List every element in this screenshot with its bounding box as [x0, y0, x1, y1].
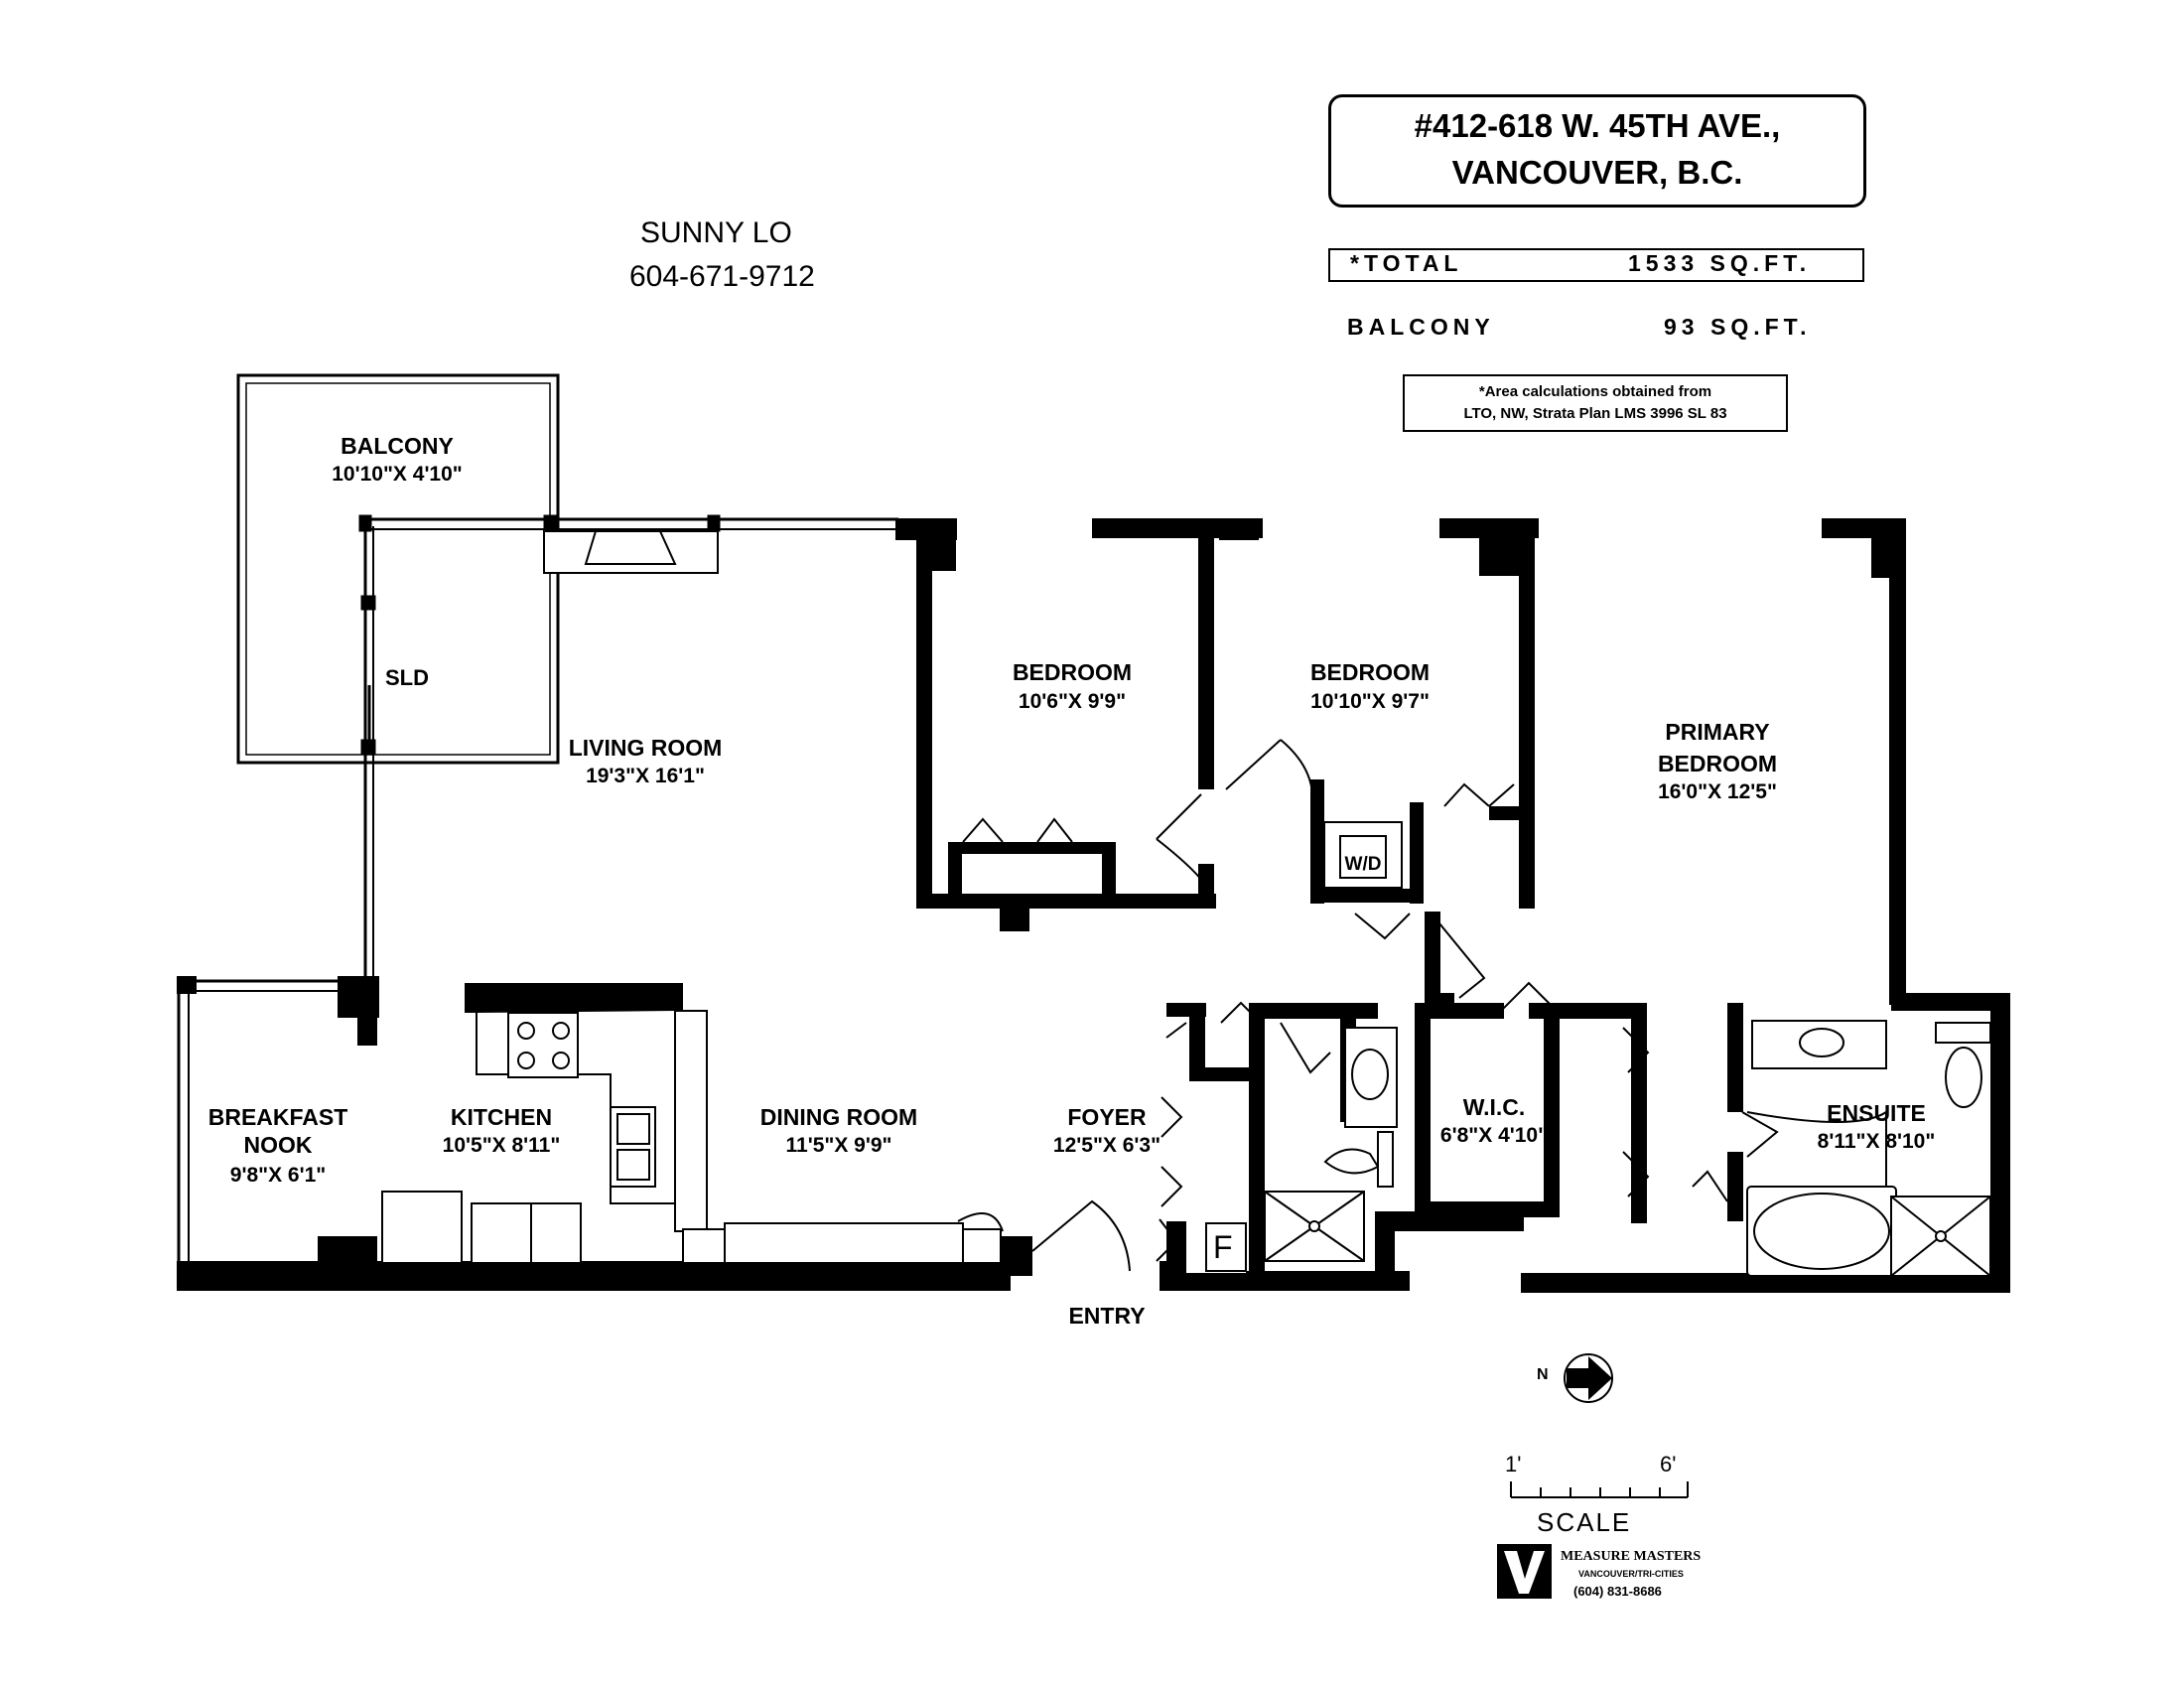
dining-room-dimensions: 11'5"X 9'9": [785, 1134, 892, 1157]
bedroom-walls: [895, 518, 2010, 1293]
total-area-value: 1533 SQ.FT.: [1628, 250, 1812, 276]
sink-icon: [616, 1113, 650, 1181]
area-note-line1: *Area calculations obtained from: [1478, 383, 1712, 400]
stove-icon: [517, 1022, 570, 1069]
nook-window: [177, 978, 357, 1266]
bedroom-1-label: BEDROOM: [1012, 659, 1133, 685]
kitchen-dimensions: 10'5"X 8'11": [442, 1134, 561, 1157]
bedroom-1-dimensions: 10'6"X 9'9": [1018, 690, 1127, 713]
ensuite-fixtures: [1746, 1020, 1991, 1277]
bath1-fixtures: [1264, 1027, 1398, 1262]
scale-label: SCALE: [1537, 1507, 1632, 1537]
balcony-area-value: 93 SQ.FT.: [1664, 314, 1812, 340]
living-window-wall: [358, 514, 898, 532]
dining-buffet: [682, 1212, 1004, 1264]
kitchen-label: KITCHEN: [450, 1104, 553, 1130]
washer-dryer: [1323, 821, 1403, 889]
foyer-cabinet: [1205, 1222, 1247, 1272]
scale-bar: [1510, 1481, 1689, 1498]
bedroom-2-label: BEDROOM: [1309, 659, 1431, 685]
breakfast-nook-label-1: BREAKFAST: [207, 1104, 348, 1130]
scale-end-label: 6': [1660, 1452, 1677, 1477]
logo-phone: (604) 831-8686: [1573, 1584, 1662, 1599]
agent-phone: 604-671-9712: [629, 260, 815, 293]
area-note-box: [1403, 374, 1788, 432]
foyer-cabinet-label: F: [1213, 1229, 1233, 1265]
foyer-dimensions: 12'5"X 6'3": [1052, 1134, 1161, 1157]
washer-dryer-label: W/D: [1344, 854, 1382, 875]
agent-name: SUNNY LO: [640, 216, 792, 249]
ensuite-dimensions: 8'11"X 8'10": [1817, 1130, 1936, 1153]
living-room-label: LIVING ROOM: [568, 735, 723, 761]
logo-subtitle: VANCOUVER/TRI-CITIES: [1578, 1569, 1684, 1579]
bedroom-2-dimensions: 10'10"X 9'7": [1310, 690, 1430, 713]
primary-bedroom-dimensions: 16'0"X 12'5": [1658, 780, 1777, 803]
breakfast-nook-label-2: NOOK: [243, 1132, 313, 1158]
scale-start-label: 1': [1505, 1452, 1522, 1477]
breakfast-nook-dimensions: 9'8"X 6'1": [229, 1164, 327, 1187]
primary-bedroom-label-2: BEDROOM: [1657, 751, 1778, 776]
entry-label: ENTRY: [1068, 1303, 1146, 1329]
balcony-label: BALCONY: [341, 433, 454, 459]
wic-dimensions: 6'8"X 4'10": [1439, 1124, 1549, 1147]
left-window-wall: [360, 526, 376, 978]
wic-label: W.I.C.: [1462, 1094, 1526, 1120]
door-swings: [962, 739, 1779, 1272]
balcony-dimensions: 10'10"X 4'10": [332, 463, 463, 486]
ensuite-label: ENSUITE: [1827, 1100, 1926, 1126]
kitchen-walls: [177, 976, 1249, 1291]
address-line2: VANCOUVER, B.C.: [1451, 154, 1743, 191]
logo-company: MEASURE MASTERS: [1561, 1549, 1702, 1564]
compass-north-label: N: [1537, 1366, 1549, 1383]
fireplace: [543, 530, 719, 574]
balcony-area-label: BALCONY: [1347, 314, 1495, 340]
area-note-line2: LTO, NW, Strata Plan LMS 3996 SL 83: [1463, 405, 1727, 422]
sld-label: SLD: [385, 665, 429, 690]
living-room-dimensions: 19'3"X 16'1": [586, 765, 705, 787]
dining-room-label: DINING ROOM: [759, 1104, 918, 1130]
foyer-label: FOYER: [1067, 1104, 1147, 1130]
address-box: [1328, 94, 1866, 208]
total-area-label: *TOTAL: [1350, 250, 1463, 276]
measure-masters-logo: [1497, 1544, 1552, 1599]
compass-icon: [1564, 1353, 1613, 1403]
total-area-box: [1328, 248, 1864, 282]
address-line1: #412-618 W. 45TH AVE.,: [1414, 107, 1781, 144]
primary-bedroom-label-1: PRIMARY: [1665, 719, 1770, 745]
